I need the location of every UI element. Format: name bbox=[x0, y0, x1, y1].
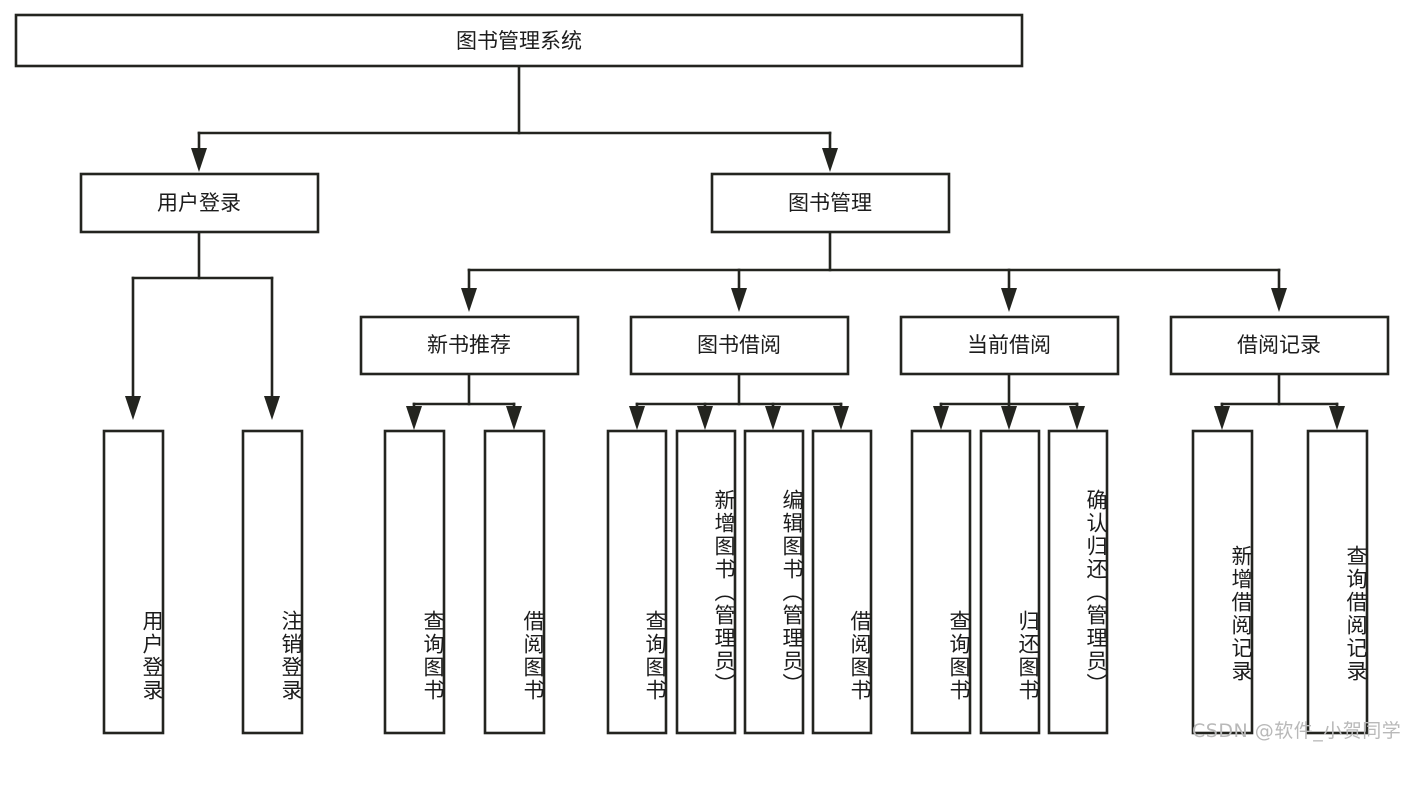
node-book-management[interactable]: 图书管理 bbox=[710, 172, 951, 234]
arrow-head-icon bbox=[1329, 406, 1345, 430]
leaf-box[interactable] bbox=[606, 429, 668, 735]
arrow-head-icon bbox=[461, 288, 477, 312]
node-user-login-box[interactable] bbox=[79, 172, 320, 234]
node-root-label: 图书管理系统 bbox=[456, 29, 582, 53]
node-new-book-recommend[interactable]: 新书推荐 bbox=[359, 315, 580, 376]
node-user-login[interactable]: 用户登录 bbox=[79, 172, 320, 234]
leaf-box[interactable] bbox=[1306, 429, 1369, 735]
leaf-box[interactable] bbox=[241, 429, 304, 735]
leaf-box[interactable] bbox=[675, 429, 737, 735]
connector-group bbox=[125, 64, 1345, 430]
diagram-canvas: 图书管理系统 用户登录 图书管理 新书推荐 图书借阅 当前借阅 借阅记录 bbox=[14, 13, 1402, 742]
node-new-book-recommend-label: 新书推荐 bbox=[427, 333, 511, 357]
leaf-box[interactable] bbox=[910, 429, 972, 735]
arrow-head-icon bbox=[731, 288, 747, 312]
node-user-login-label: 用户登录 bbox=[157, 191, 241, 215]
leaf-box[interactable] bbox=[483, 429, 546, 735]
leaf-box-group bbox=[102, 429, 1369, 735]
node-book-borrow-label: 图书借阅 bbox=[697, 333, 781, 357]
arrow-head-icon bbox=[1001, 406, 1017, 430]
arrow-head-icon bbox=[1271, 288, 1287, 312]
node-new-book-recommend-box[interactable] bbox=[359, 315, 580, 376]
arrow-head-icon bbox=[264, 396, 280, 420]
leaf-box[interactable] bbox=[102, 429, 165, 735]
node-root[interactable]: 图书管理系统 bbox=[14, 13, 1024, 68]
arrow-head-icon bbox=[125, 396, 141, 420]
arrow-head-icon bbox=[1001, 288, 1017, 312]
arrow-head-icon bbox=[933, 406, 949, 430]
node-root-box[interactable] bbox=[14, 13, 1024, 68]
node-current-borrow-label: 当前借阅 bbox=[967, 333, 1051, 357]
node-current-borrow[interactable]: 当前借阅 bbox=[899, 315, 1120, 376]
arrow-head-icon bbox=[697, 406, 713, 430]
node-book-borrow[interactable]: 图书借阅 bbox=[629, 315, 850, 376]
leaf-box[interactable] bbox=[811, 429, 873, 735]
node-current-borrow-box[interactable] bbox=[899, 315, 1120, 376]
node-borrow-record-box[interactable] bbox=[1169, 315, 1390, 376]
leaf-box[interactable] bbox=[1191, 429, 1254, 735]
leaf-box[interactable] bbox=[979, 429, 1041, 735]
diagram-svg: 图书管理系统 用户登录 图书管理 新书推荐 图书借阅 当前借阅 借阅记录 bbox=[14, 13, 1390, 735]
node-book-management-label: 图书管理 bbox=[788, 191, 872, 215]
arrow-head-icon bbox=[1069, 406, 1085, 430]
watermark-text: CSDN @软件_小贺同学 bbox=[1192, 720, 1402, 742]
arrow-head-icon bbox=[191, 148, 207, 172]
node-borrow-record-label: 借阅记录 bbox=[1237, 333, 1321, 357]
node-borrow-record[interactable]: 借阅记录 bbox=[1169, 315, 1390, 376]
arrow-head-icon bbox=[1214, 406, 1230, 430]
arrow-head-icon bbox=[833, 406, 849, 430]
arrow-head-icon bbox=[506, 406, 522, 430]
node-book-borrow-box[interactable] bbox=[629, 315, 850, 376]
arrow-head-icon bbox=[765, 406, 781, 430]
arrow-head-icon bbox=[406, 406, 422, 430]
arrow-head-icon bbox=[629, 406, 645, 430]
leaf-box[interactable] bbox=[383, 429, 446, 735]
node-book-management-box[interactable] bbox=[710, 172, 951, 234]
leaf-box[interactable] bbox=[743, 429, 805, 735]
leaf-box[interactable] bbox=[1047, 429, 1109, 735]
arrow-head-icon bbox=[822, 148, 838, 172]
